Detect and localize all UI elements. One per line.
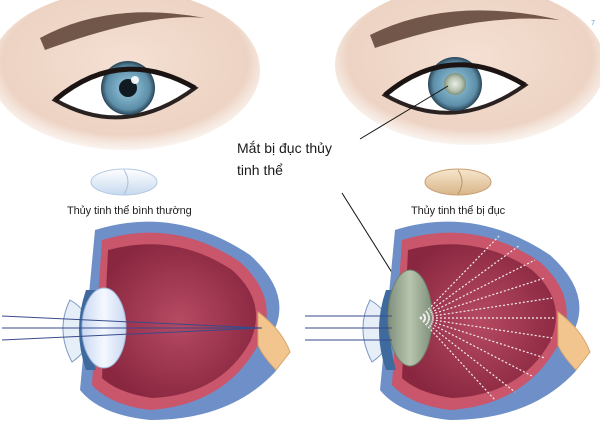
callout-leader-top xyxy=(359,85,449,140)
cataract-lens-label: Thủy tinh thể bị đục xyxy=(411,205,506,217)
clear-lens-icon xyxy=(90,168,158,196)
cataract-eye-photo xyxy=(335,0,600,145)
optic-nerve xyxy=(257,310,291,371)
scattered-light-rays xyxy=(419,234,555,401)
corner-mark: 7 xyxy=(591,20,595,27)
normal-eye-cross-section xyxy=(1,221,291,420)
cataract-eye-cross-section xyxy=(305,221,591,420)
optic-nerve-right xyxy=(557,310,591,371)
cloudy-lens-icon xyxy=(424,168,492,196)
normal-lens-label: Thủy tinh thể bình thường xyxy=(67,205,192,217)
callout-line-1: Mắt bị đục thủy xyxy=(237,140,332,156)
normal-eye-photo xyxy=(0,0,260,150)
callout-line-2: tinh thể xyxy=(237,162,283,178)
